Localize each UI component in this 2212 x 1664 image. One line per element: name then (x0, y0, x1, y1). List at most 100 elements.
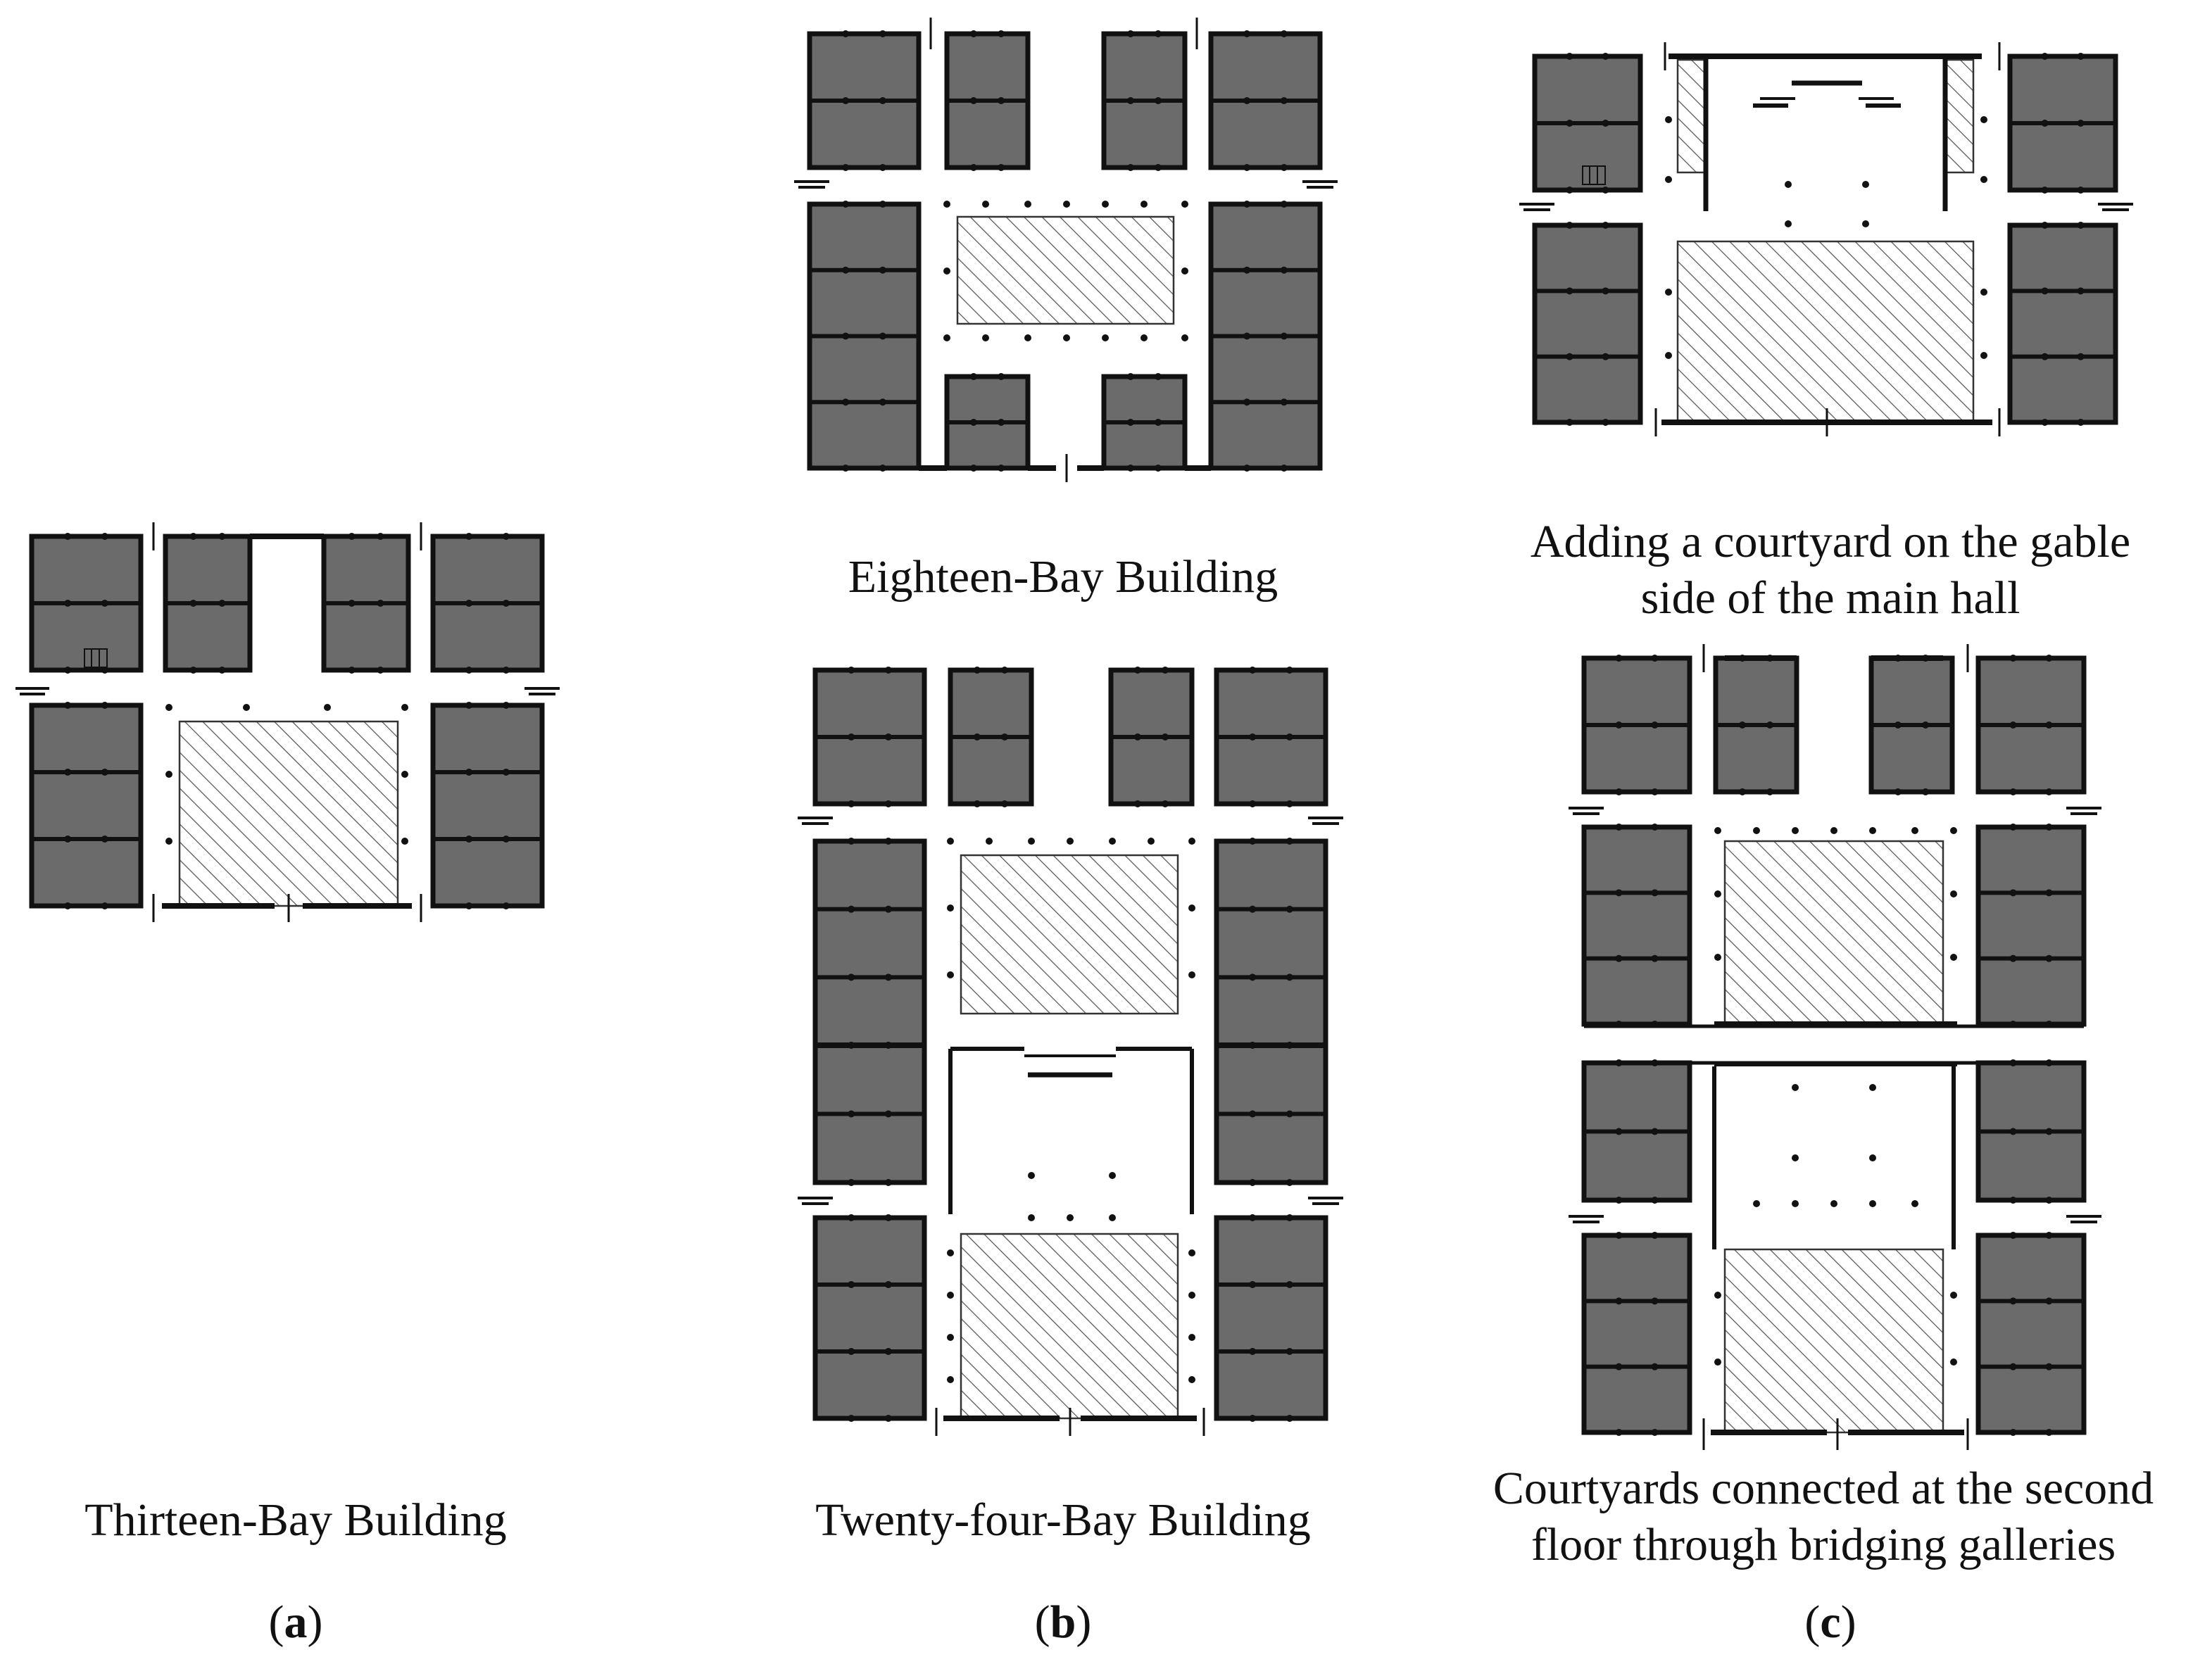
column-dot (1249, 733, 1257, 740)
column-dot (1243, 30, 1251, 37)
column-dot (1188, 905, 1195, 912)
column-dot (2009, 1197, 2017, 1204)
column-dot (879, 30, 886, 37)
column-dot (879, 164, 886, 171)
column-dot (1615, 1232, 1623, 1239)
column-dot (1249, 1110, 1257, 1118)
column-dot (1188, 1292, 1195, 1299)
column-dot (1126, 419, 1134, 426)
column-dot (2077, 222, 2085, 229)
column-dot (1126, 373, 1134, 380)
column-dot (1126, 465, 1134, 472)
column-dot (1028, 838, 1035, 845)
column-dot (998, 164, 1005, 171)
column-dot (947, 1249, 954, 1256)
column-dot (1602, 120, 1609, 127)
courtyard (1676, 240, 1975, 424)
column-dot (879, 398, 886, 406)
column-dot (1001, 800, 1009, 807)
column-dot (2045, 889, 2053, 897)
column-dot (1148, 838, 1155, 845)
column-dot (1869, 1154, 1876, 1161)
column-dot (1566, 287, 1573, 295)
column-dot (101, 533, 108, 540)
column-dot (947, 905, 954, 912)
column-dot (1109, 1214, 1116, 1221)
column-dot (1243, 201, 1251, 208)
column-dot (2009, 889, 2017, 897)
column-dot (1651, 721, 1659, 729)
column-dot (101, 836, 108, 843)
column-dot (1615, 1197, 1623, 1204)
column-dot (1714, 1292, 1721, 1299)
column-dot (848, 1110, 855, 1118)
column-dot (2041, 353, 2049, 360)
column-dot (1243, 332, 1251, 340)
column-dot (973, 667, 981, 674)
column-dot (243, 704, 250, 711)
column-dot (1651, 889, 1659, 897)
column-dot (189, 533, 197, 540)
column-dot (2041, 287, 2049, 295)
column-dot (2009, 1429, 2017, 1436)
column-dot (348, 533, 356, 540)
column-dot (2045, 1363, 2053, 1370)
column-dot (1950, 954, 1957, 961)
column-dot (2045, 824, 2053, 831)
column-dot (943, 201, 950, 208)
column-dot (2077, 287, 2085, 295)
column-dot (1615, 824, 1623, 831)
column-dot (884, 973, 892, 981)
column-dot (64, 702, 72, 709)
column-dot (1181, 201, 1188, 208)
panel-letter-a: a (284, 1596, 308, 1648)
column-dot (943, 267, 950, 275)
column-dot (1980, 289, 1987, 296)
column-dot (1286, 1348, 1293, 1355)
column-dot (943, 334, 950, 341)
column-dot (842, 332, 850, 340)
column-dot (324, 704, 331, 711)
column-dot (1922, 788, 1930, 795)
room-block (1581, 824, 1692, 1027)
column-dot (947, 1376, 954, 1383)
column-dot (2077, 187, 2085, 194)
column-dot (884, 800, 892, 807)
column-dot (2041, 419, 2049, 426)
column-dot (884, 1110, 892, 1118)
column-dot (1602, 287, 1609, 295)
column-dot (1651, 1197, 1659, 1204)
column-dot (2041, 120, 2049, 127)
column-dot (884, 1415, 892, 1422)
column-dot (1738, 721, 1746, 729)
column-dot (1615, 788, 1623, 795)
caption-thirteen-bay: Thirteen-Bay Building (84, 1494, 507, 1546)
room-block (1975, 1233, 2087, 1435)
column-dot (1753, 827, 1760, 834)
column-dot (1950, 827, 1957, 834)
column-dot (64, 902, 72, 909)
plan-thirteen-bay (15, 522, 560, 922)
column-dot (1280, 398, 1288, 406)
column-dot (1133, 667, 1141, 674)
column-dot (101, 769, 108, 776)
column-dot (969, 465, 977, 472)
column-dot (1651, 954, 1659, 962)
column-dot (1067, 1214, 1074, 1221)
column-dot (1109, 1172, 1116, 1179)
column-dot (2045, 1232, 2053, 1239)
column-dot (1001, 733, 1009, 740)
column-dot (64, 667, 72, 674)
column-dot (1286, 1415, 1293, 1422)
column-dot (502, 769, 510, 776)
column-dot (1249, 838, 1257, 845)
column-dot (1869, 1200, 1876, 1207)
column-dot (2041, 53, 2049, 60)
column-dot (969, 30, 977, 37)
column-dot (2077, 53, 2085, 60)
column-dot (1566, 187, 1573, 194)
caption-twenty-four-bay: Twenty-four-Bay Building (815, 1494, 1311, 1546)
column-dot (1830, 827, 1837, 834)
column-dot (2045, 1197, 2053, 1204)
column-dot (1950, 1292, 1957, 1299)
